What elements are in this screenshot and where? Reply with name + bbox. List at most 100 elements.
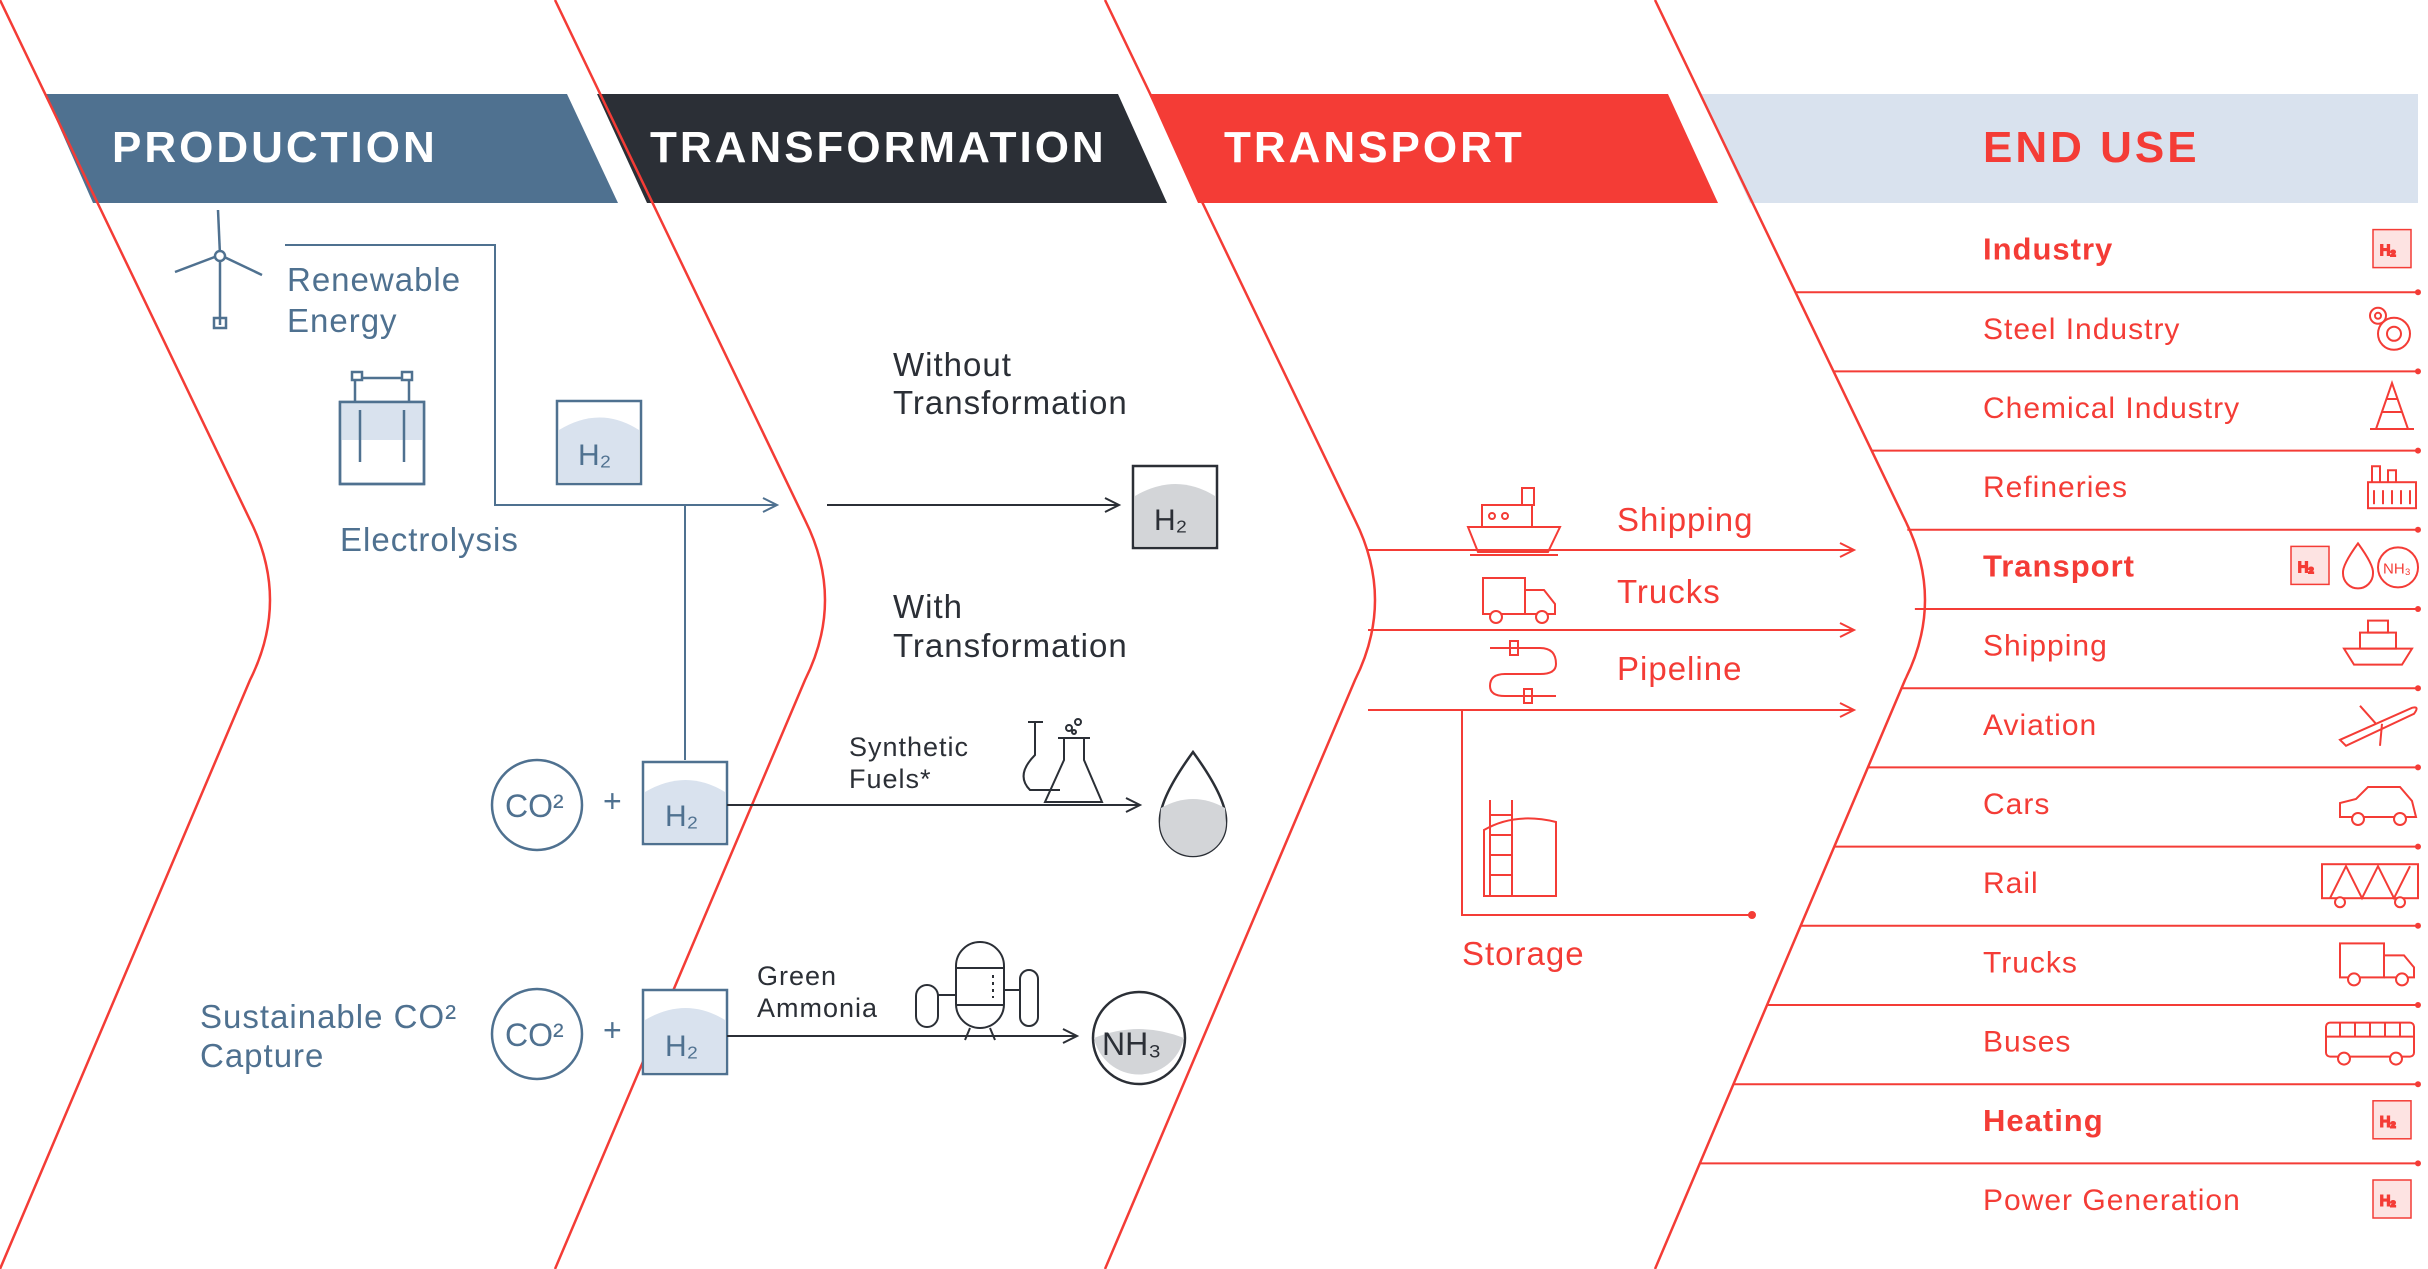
end-use-item-label: Buses [1983, 1026, 2071, 1059]
h2-box-co2-row-1: H₂ [641, 760, 729, 846]
end-use-item-label: Steel Industry [1983, 313, 2180, 346]
transport-flow-lines [1368, 542, 1857, 919]
svg-text:H₂: H₂ [2380, 1193, 2396, 1209]
end-use-item-label: Trucks [1983, 946, 2078, 979]
end-use-separator-dot [2415, 289, 2421, 296]
h2-box-icon: H₂ [2372, 1100, 2412, 1140]
end-use-separator-dot [2415, 1002, 2421, 1008]
header-transformation-label: TRANSFORMATION [650, 123, 1107, 172]
synthetic-fuels-arrow [727, 797, 1143, 813]
with-transformation-line-1: With [893, 588, 963, 625]
h2-box-co2-row-2-label: H₂ [665, 1030, 698, 1063]
without-transformation-line-1: Without [893, 346, 1012, 383]
end-use-separator-dot [2415, 922, 2421, 929]
synthetic-fuels-line-2: Fuels* [849, 764, 932, 794]
nh3-label: NH₃ [1102, 1026, 1161, 1062]
sustainable-co2-line-2: Capture [200, 1037, 324, 1074]
end-use-separator-dot [2415, 685, 2421, 692]
end-use-separator-dot [2415, 606, 2421, 612]
synthetic-fuels-line-1: Synthetic [849, 732, 969, 762]
svg-text:NH₃: NH₃ [2383, 560, 2411, 577]
sustainable-co2-line-1: Sustainable CO² [200, 998, 457, 1035]
green-ammonia-line-1: Green [757, 961, 837, 991]
transport-storage-label: Storage [1462, 935, 1585, 972]
end-use-separator-dot [2415, 1160, 2421, 1167]
fuel-types-icon: H₂ NH₃ [2290, 541, 2419, 590]
end-use-item-label: Cars [1983, 788, 2050, 821]
oil-derrick-icon [2370, 379, 2414, 430]
chevron-line-2 [553, 0, 827, 1269]
plus-sign-1: + [603, 783, 622, 819]
h2-box-transformation-label: H₂ [1154, 504, 1187, 537]
end-use-item: Transport [1914, 548, 2421, 612]
end-use-item-label: Rail [1983, 867, 2039, 900]
electrolysis-icon [338, 370, 426, 486]
svg-text:H₂: H₂ [2298, 560, 2314, 576]
plus-sign-2: + [603, 1012, 622, 1048]
header-transformation: TRANSFORMATION [597, 94, 1167, 203]
end-use-item: Aviation [1867, 709, 2421, 771]
header-transport-label: TRANSPORT [1224, 123, 1525, 172]
header-production-label: PRODUCTION [112, 123, 438, 172]
h2-box-co2-row-1-label: H₂ [665, 800, 698, 833]
end-use-item: Steel Industry [1833, 313, 2421, 375]
end-use-item: Rail [1800, 867, 2421, 929]
train-icon [2321, 863, 2419, 909]
end-use-item: Industry [1795, 232, 2421, 296]
h2-box-co2-row-2: H₂ [641, 988, 729, 1076]
factory-icon [2367, 465, 2417, 510]
renewable-energy-line-1: Renewable [287, 261, 461, 298]
end-use-item: Chemical Industry [1871, 392, 2421, 454]
renewable-energy-line-2: Energy [287, 302, 398, 339]
end-use-separator-dot [2415, 843, 2421, 850]
green-ammonia-arrow [727, 1028, 1080, 1044]
gears-icon [2369, 306, 2411, 351]
header-end-use-label: END USE [1983, 123, 2200, 172]
end-use-item: Trucks [1767, 946, 2421, 1008]
end-use-item-label: Refineries [1983, 471, 2128, 504]
end-use-item-label: Transport [1983, 548, 2135, 583]
header-end-use: END USE [1700, 94, 2418, 203]
green-ammonia-line-2: Ammonia [757, 993, 878, 1023]
end-use-item: Refineries [1907, 471, 2421, 533]
with-transformation-line-2: Transformation [893, 627, 1128, 664]
bus-icon [2325, 1021, 2415, 1066]
end-use-separator-dot [2415, 368, 2421, 375]
header-production: PRODUCTION [45, 94, 618, 203]
co2-label-1: CO² [505, 788, 564, 824]
production-flow-lines [285, 244, 780, 760]
end-use-item-label: Chemical Industry [1983, 392, 2240, 425]
without-transformation-line-2: Transformation [893, 384, 1128, 421]
header-transport: TRANSPORT [1149, 94, 1718, 203]
transport-trucks-label: Trucks [1617, 573, 1721, 610]
svg-text:H₂: H₂ [2380, 1114, 2396, 1130]
h2-box-production-label: H₂ [578, 439, 611, 472]
end-use-item-label: Aviation [1983, 709, 2097, 742]
end-use-separator-dot [2415, 764, 2421, 771]
transport-pipeline-label: Pipeline [1617, 650, 1742, 687]
transport-shipping-label: Shipping [1617, 501, 1753, 538]
h2-box-icon: H₂ [2372, 228, 2412, 269]
co2-label-2: CO² [505, 1017, 564, 1053]
ship-icon [1466, 487, 1562, 556]
co2-circle-1: CO² [490, 758, 584, 852]
lab-flasks-icon [1022, 718, 1104, 803]
end-use-item: Shipping [1901, 630, 2421, 692]
chevron-line-3 [1103, 0, 1377, 1269]
end-use-item-label: Power Generation [1983, 1184, 2241, 1217]
end-use-item-label: Heating [1983, 1103, 2104, 1138]
nh3-circle: NH₃ [1091, 990, 1187, 1086]
end-use-separator-dot [2415, 526, 2421, 533]
end-use-item: Power Generation [1983, 1184, 2241, 1217]
truck-icon [2339, 942, 2415, 987]
end-use-separator-dot [2415, 447, 2421, 454]
without-transformation-arrow [827, 497, 1122, 513]
svg-text:H₂: H₂ [2380, 243, 2396, 259]
truck-icon [1482, 577, 1556, 624]
storage-tank-icon [1483, 800, 1557, 897]
h2-box-transformation: H₂ [1131, 464, 1219, 550]
ship-icon [2342, 619, 2414, 666]
co2-circle-2: CO² [490, 987, 584, 1081]
